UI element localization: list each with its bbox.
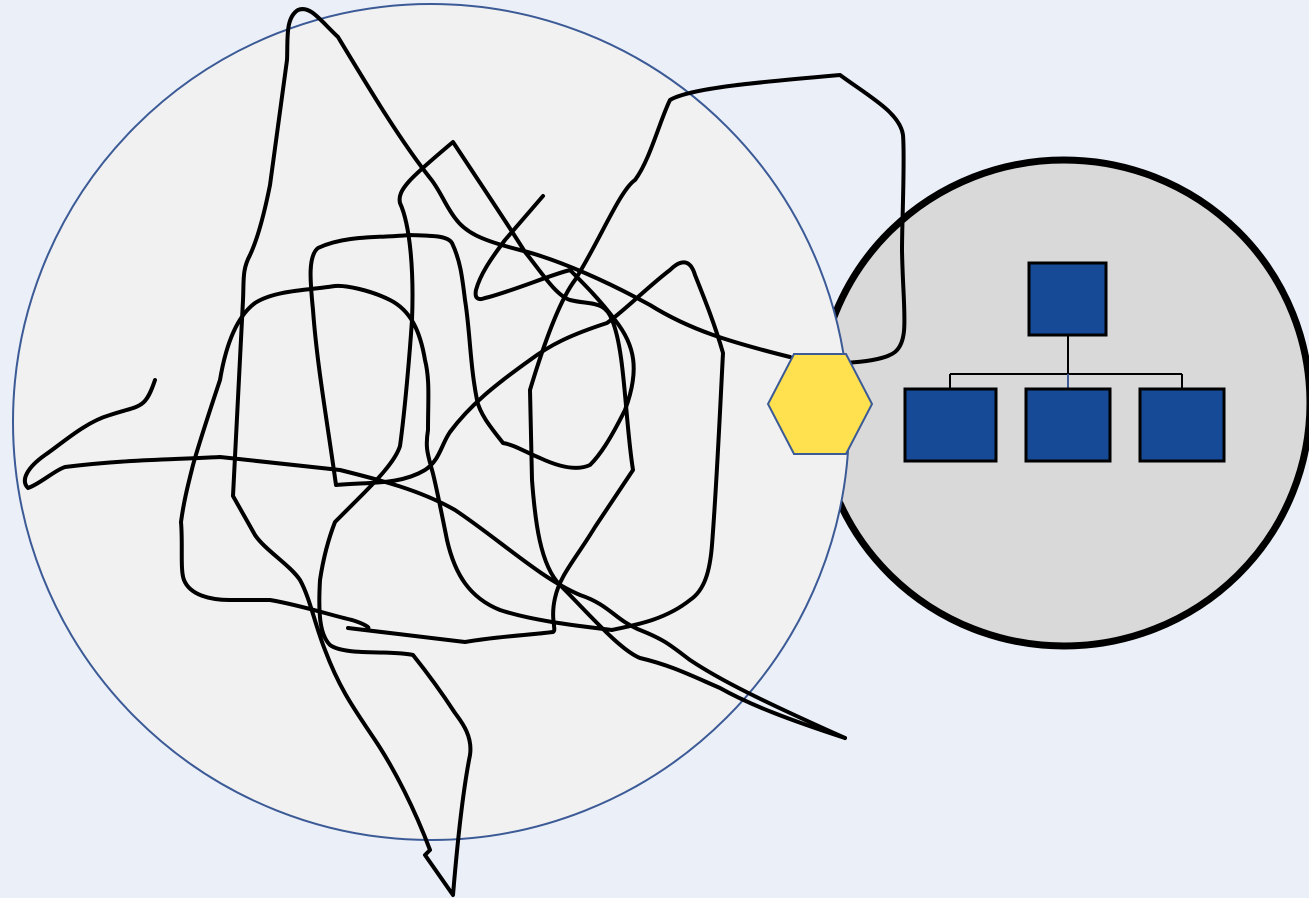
org-chart	[903, 261, 1226, 463]
chaos-region-circle	[12, 3, 850, 841]
org-chart-top-box	[1027, 261, 1108, 337]
connector-hexagon	[766, 353, 874, 455]
org-chart-child-box-right	[1138, 387, 1226, 463]
org-chart-child-box-middle	[1024, 387, 1112, 463]
tangled-line-segment	[179, 194, 725, 632]
tangled-line-segment	[22, 378, 847, 740]
tangled-line	[22, 7, 907, 897]
org-chart-child-box-left	[903, 387, 998, 463]
tangled-line-segment	[528, 73, 907, 740]
tangled-line-segment	[231, 7, 792, 897]
